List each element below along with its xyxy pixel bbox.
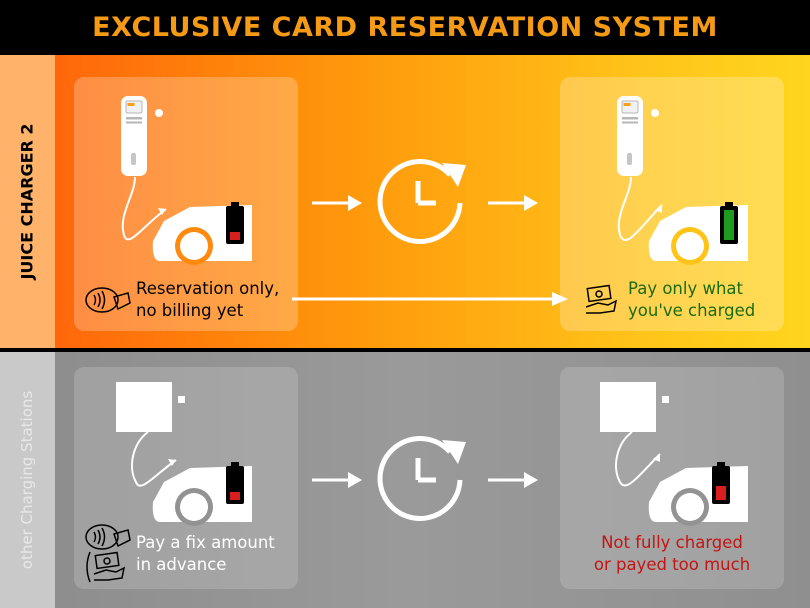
- arrow-icon: [488, 195, 538, 211]
- other-stations-row: other Charging Stations: [0, 352, 810, 608]
- wallbox-icon: [600, 382, 669, 432]
- battery-icon: [712, 462, 730, 504]
- juice-pay-text: Pay only what you've charged: [628, 279, 756, 320]
- juice-end-card: [560, 77, 784, 331]
- battery-icon: [226, 202, 244, 244]
- cash-hand-icon: [585, 284, 618, 314]
- other-side-tab: other Charging Stations: [0, 352, 55, 608]
- car-icon: [648, 466, 748, 526]
- other-prepay-text: Pay a fix amount in advance: [136, 533, 275, 574]
- contactless-card-icon: [85, 524, 131, 550]
- header: EXCLUSIVE CARD RESERVATION SYSTEM: [0, 0, 810, 55]
- page-title: EXCLUSIVE CARD RESERVATION SYSTEM: [92, 12, 718, 43]
- contactless-card-icon: [85, 287, 131, 313]
- charging-cable: [617, 176, 663, 241]
- juice-side-tab: JUICE CHARGER 2: [0, 55, 55, 348]
- juice-charger-row: JUICE CHARGER 2: [0, 55, 810, 348]
- clock-icon: [377, 436, 466, 521]
- charging-cable: [131, 431, 177, 487]
- arrow-icon: [312, 195, 362, 211]
- charger-icon: [617, 96, 659, 176]
- other-result-text: Not fully charged or payed too much: [593, 533, 751, 574]
- juice-reservation-text: Reservation only, no billing yet: [136, 279, 280, 320]
- wallbox-icon: [116, 382, 185, 432]
- charger-icon: [121, 96, 163, 176]
- row-divider: [0, 348, 810, 352]
- arrow-icon: [292, 292, 568, 306]
- juice-side-label: JUICE CHARGER 2: [18, 123, 37, 280]
- juice-start-card: [74, 77, 298, 331]
- arrow-icon: [312, 472, 362, 488]
- battery-icon: [226, 462, 244, 504]
- battery-icon: [720, 202, 738, 244]
- cash-hand-icon: [86, 551, 126, 583]
- arrow-icon: [488, 472, 538, 488]
- charging-cable: [615, 431, 661, 487]
- clock-icon: [377, 159, 466, 244]
- other-side-label: other Charging Stations: [18, 390, 37, 570]
- charging-cable: [121, 176, 167, 241]
